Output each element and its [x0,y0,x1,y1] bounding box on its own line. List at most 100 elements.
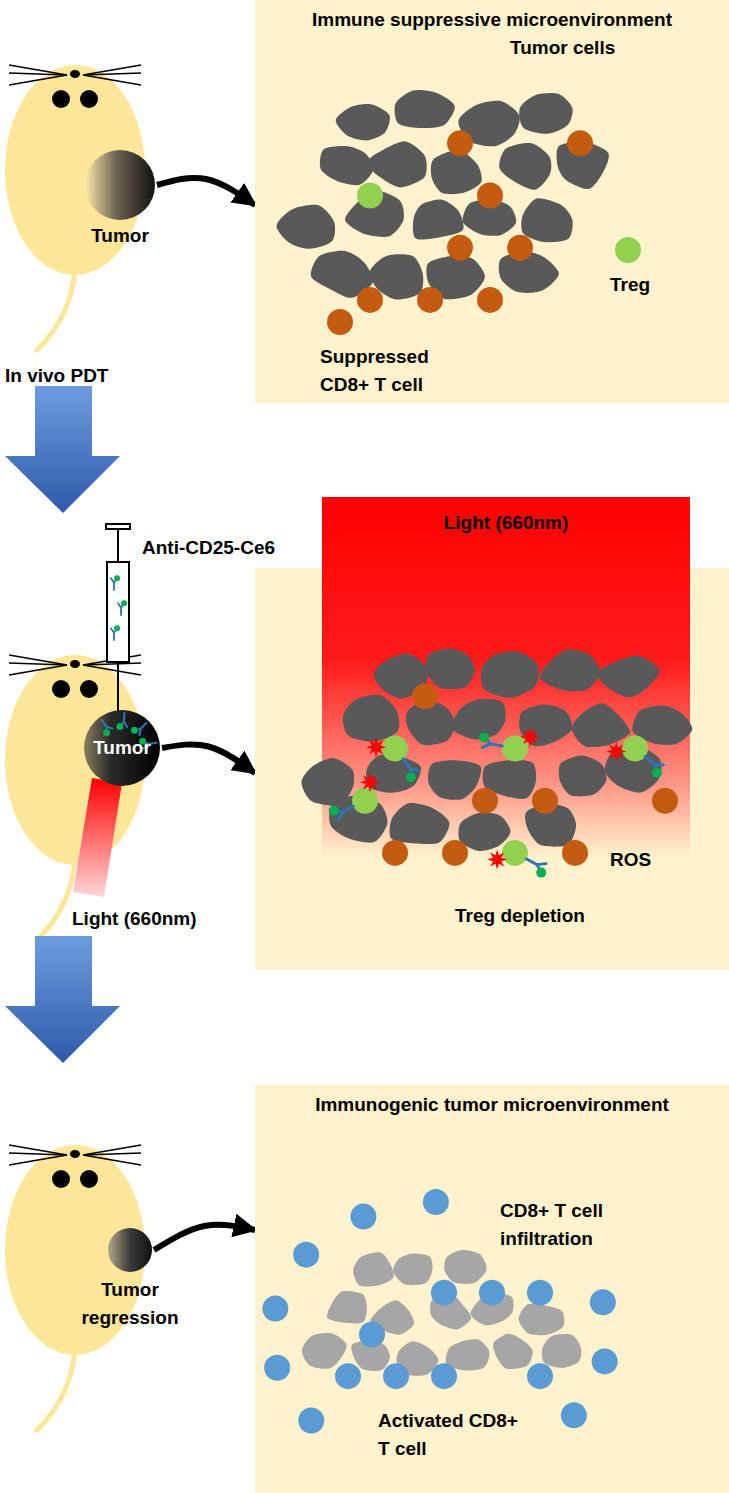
process-arrow [5,386,120,513]
curved-arrow [157,178,255,205]
tumor-cell [519,93,572,134]
mouse-eye [80,680,98,698]
immune-cell [357,183,383,209]
immune-cell [477,287,503,313]
cell-label: Activated CD8+ T cell [378,1407,518,1463]
tumor-cell [481,651,539,697]
antibody-symbol [111,575,120,590]
immune-cell [507,235,533,261]
cell-label: ROS [610,846,680,874]
mouse-nose [70,660,80,668]
immune-cell [335,1363,361,1389]
panel-title: Immunogenic tumor microenvironment [270,1091,714,1119]
node-label: Tumor [84,734,160,762]
immune-cell [327,309,353,335]
tumor-cell [572,703,630,747]
microenvironment-panel: Immune suppressive microenvironmentTumor… [255,0,729,403]
immune-cell [357,287,383,313]
immune-cell [502,736,528,762]
mouse-whisker [83,73,141,75]
tumor-cell [458,813,510,851]
ce6-dot [479,732,489,742]
mouse-tail [37,265,75,350]
mouse-whisker [9,75,67,85]
mouse-whisker [83,1145,141,1155]
ros-burst [520,727,540,747]
tumor-cell [499,251,559,293]
tumor-cell [393,1253,432,1285]
immune-cell [350,1204,376,1230]
light-beam [73,778,122,897]
mouse-tail [37,855,75,940]
mouse-figure [5,655,145,940]
antibody-symbol [131,723,147,735]
immune-cell [567,130,593,156]
mouse-whisker [83,65,141,75]
tumor-node: Tumor regression [108,1228,152,1272]
tumor-cell [390,803,450,844]
immune-cell [562,840,588,866]
tumor-cell [444,1250,486,1284]
mouse-whisker [9,1155,67,1165]
tumor-cell [367,141,427,187]
tumor-cell [395,90,455,128]
ce6-dot [103,729,110,736]
mouse-whisker [9,65,67,75]
immune-cell [264,1355,290,1381]
syringe-thumb [106,524,130,529]
antibody-symbol [645,757,663,778]
antibody-symbol [118,600,127,615]
mouse-whisker [83,1153,141,1155]
cell-label: Tumor cells [510,34,640,62]
antibody-symbol [403,759,419,782]
immune-cell [477,183,503,209]
immune-cell [615,237,641,263]
mouse-whisker [83,665,141,675]
immune-cell [417,287,443,313]
mouse-whisker [9,73,67,75]
immune-cell [472,788,498,814]
tumor-cell [302,1333,347,1369]
tumor-cell [521,198,572,242]
free-label: Anti-CD25-Ce6 [142,534,312,562]
immune-cell [652,788,678,814]
syringe-symbol [106,524,130,712]
ce6-dot [121,600,127,606]
tumor-cell [542,1334,582,1368]
cell-illustration [255,1085,729,1493]
ce6-dot [536,868,546,878]
ce6-dot [406,772,416,782]
immune-cell [502,840,528,866]
mouse-eye [52,680,70,698]
antibody-symbol [116,713,127,730]
tumor-cell [559,755,607,796]
immune-cell [383,1363,409,1389]
immune-cell [431,1363,457,1389]
antibody-symbol [526,859,546,878]
panel-title: Immune suppressive microenvironment [270,6,714,34]
tumor-cell [327,1291,367,1324]
tumor-cell [320,146,374,185]
immune-cell [298,1407,324,1433]
mouse-whisker [83,663,141,665]
ce6-dot [114,625,120,631]
mouse-whisker [83,1155,141,1165]
tumor-cell [413,200,464,240]
panel-caption: Treg depletion [455,902,615,930]
mouse-whisker [83,75,141,85]
tumor-cell [353,1252,394,1286]
syringe-barrel [107,562,129,662]
mouse-whisker [9,1145,67,1155]
immune-cell [527,1363,553,1389]
cell-label: Suppressed CD8+ T cell [320,343,460,399]
immune-cell [527,1280,553,1306]
immune-cell [293,1242,319,1268]
immune-cell [382,840,408,866]
mouse-whisker [9,655,67,665]
mouse-whisker [9,665,67,675]
immune-cell [431,1280,457,1306]
antibody-symbol [111,625,120,640]
tumor-cell [519,705,572,747]
mouse-eye [52,90,70,108]
mouse-eye [80,90,98,108]
